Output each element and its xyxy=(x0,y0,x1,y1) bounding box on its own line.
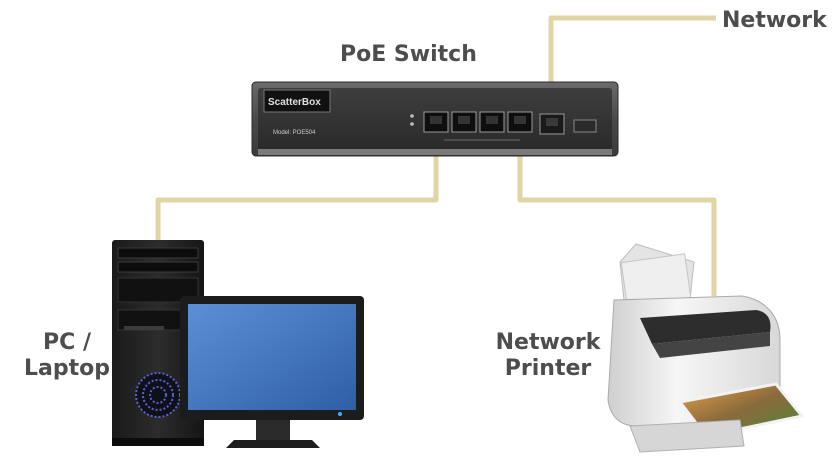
pc-label-line2: Laptop xyxy=(24,356,110,381)
brand-text: ScatterBox xyxy=(268,97,321,108)
status-led xyxy=(410,114,414,118)
printer xyxy=(607,243,805,453)
cable-switch-printer xyxy=(517,128,717,296)
pc-label-line1: PC / xyxy=(43,330,91,355)
power-icon xyxy=(338,412,342,416)
printer-label-line2: Printer xyxy=(504,356,592,381)
monitor xyxy=(180,296,364,448)
pc-laptop-label: PC / Laptop xyxy=(12,330,122,382)
cable-switch-pc xyxy=(155,128,439,244)
sfp-port xyxy=(573,119,597,133)
printer-label-line1: Network xyxy=(495,330,601,355)
model-text: Model: POE504 xyxy=(273,130,316,136)
ethernet-ports xyxy=(423,111,597,135)
poe-switch: ScatterBox Model: POE504 xyxy=(251,81,619,157)
brand-logo xyxy=(263,89,331,113)
poe-switch-label: PoE Switch xyxy=(340,42,477,67)
status-led xyxy=(410,122,414,126)
monitor-screen xyxy=(188,304,356,410)
network-printer-label: Network Printer xyxy=(490,330,606,382)
network-label: Network xyxy=(722,8,827,33)
